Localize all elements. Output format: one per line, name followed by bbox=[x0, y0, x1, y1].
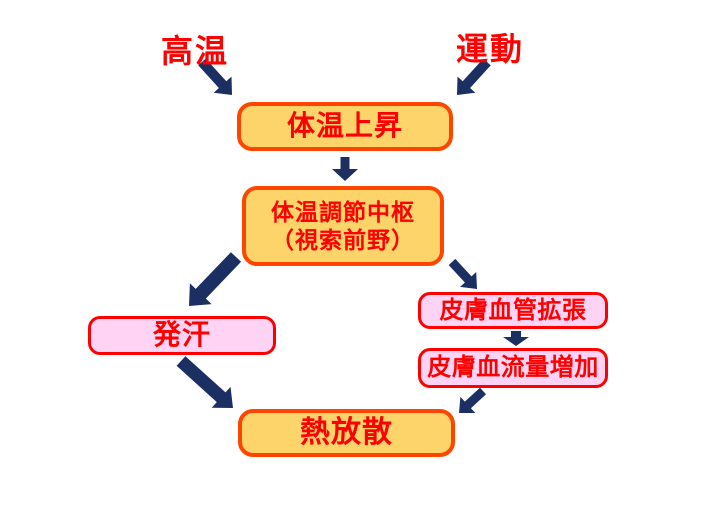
arrow-blood-flow-to-dissipation bbox=[459, 387, 486, 413]
node-heat-dissipation-label: 熱放散 bbox=[300, 415, 393, 449]
node-skin-blood-flow-increase-label: 皮膚血流量増加 bbox=[427, 354, 599, 382]
node-sweating: 発汗 bbox=[88, 316, 276, 355]
arrow-sweating-to-dissipation bbox=[176, 356, 233, 408]
node-thermoregulatory-center-line1: 体温調節中枢 bbox=[271, 198, 415, 225]
arrow-center-to-vasodilation bbox=[448, 258, 477, 289]
arrow-center-to-sweating bbox=[189, 252, 242, 306]
label-high-temperature: 高温 bbox=[161, 33, 230, 69]
node-skin-vasodilation: 皮膚血管拡張 bbox=[418, 292, 608, 329]
arrow-temp-rise-to-center bbox=[332, 157, 358, 181]
node-heat-dissipation: 熱放散 bbox=[238, 409, 455, 457]
node-body-temperature-rise: 体温上昇 bbox=[237, 102, 453, 151]
node-thermoregulatory-center: 体温調節中枢 （視索前野） bbox=[242, 186, 444, 266]
node-skin-vasodilation-label: 皮膚血管拡張 bbox=[439, 296, 587, 324]
node-skin-blood-flow-increase: 皮膚血流量増加 bbox=[418, 348, 608, 388]
node-thermoregulatory-center-line2: （視索前野） bbox=[271, 227, 415, 253]
arrow-vasodilation-to-blood-flow bbox=[503, 331, 529, 346]
node-sweating-label: 発汗 bbox=[152, 319, 211, 351]
label-exercise: 運動 bbox=[456, 31, 525, 67]
node-body-temperature-rise-label: 体温上昇 bbox=[286, 110, 403, 142]
